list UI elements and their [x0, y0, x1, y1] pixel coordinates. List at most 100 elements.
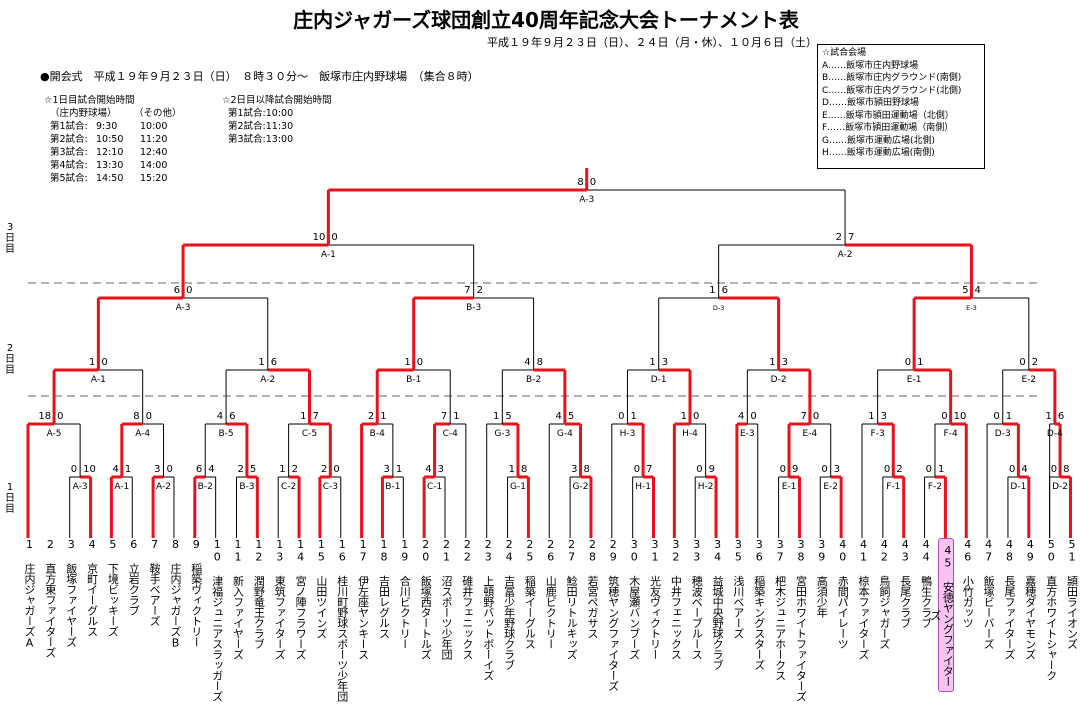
game-score: 4	[208, 464, 214, 475]
game-score: 1	[258, 357, 264, 368]
day1-slot-label: 第5試合:	[50, 173, 88, 184]
game-score: 0	[1009, 464, 1015, 475]
game-score: 0	[993, 411, 999, 422]
game-score: 0	[926, 464, 932, 475]
game-id: D-2	[1052, 482, 1068, 492]
game-id: E-1	[907, 375, 922, 385]
venue-item: A‥‥‥飯塚市庄内野球場	[822, 60, 919, 71]
team-entry: 4 京町イーグルス	[85, 538, 99, 637]
team-entry: 20 飯塚西タートルズ	[419, 538, 433, 660]
team-entry: 19 合川ビクトリー	[398, 538, 412, 649]
game-id: F-3	[871, 429, 885, 439]
team-entry: 1 庄内ジャガーズA	[23, 538, 36, 649]
game-score: 0	[696, 464, 702, 475]
game-score: 1	[453, 411, 459, 422]
day1-slot-time-main: 14:50	[96, 173, 124, 184]
venue-item: E‥‥‥飯塚市頴田運動場（北側）	[822, 110, 954, 121]
game-score: 6	[1058, 411, 1064, 422]
day1-slot-label: 第1試合:	[50, 121, 88, 132]
team-entry: 7 鞍手ベアーズ	[148, 538, 162, 626]
day1-slot-time-main: 9:30	[96, 121, 118, 132]
day2-slot: 第1試合:10:00	[228, 108, 294, 119]
game-score: 2	[836, 232, 842, 243]
game-score: 8	[537, 357, 543, 368]
venue-item: D‥‥‥飯塚市頴田野球場	[822, 98, 919, 108]
game-score: 0	[884, 464, 890, 475]
day1-slot-label: 第4試合:	[50, 160, 88, 171]
page-title: 庄内ジャガーズ球団創立40周年記念大会トーナメント表	[293, 8, 799, 32]
team-entry: 42 鳥飼ジャガーズ	[877, 538, 891, 649]
game-score: 4	[556, 411, 562, 422]
game-score: 1	[709, 285, 715, 296]
game-score: 7	[441, 411, 447, 422]
game-score: 1	[769, 357, 775, 368]
game-id: A-5	[47, 429, 62, 439]
day1-slot-time-other: 11:20	[140, 134, 168, 145]
game-score: 0	[618, 411, 624, 422]
game-id: G-1	[510, 482, 526, 492]
team-entry: 43 長尾クラブ	[898, 538, 912, 628]
game-score: 0	[71, 464, 77, 475]
game-id: G-2	[573, 482, 589, 492]
game-score: 0	[780, 464, 786, 475]
game-score: 7	[646, 464, 652, 475]
game-score: 1	[300, 411, 306, 422]
team-entry: 39 高須少年	[815, 538, 829, 618]
game-id: F-2	[928, 482, 942, 492]
game-id: G-3	[494, 429, 510, 439]
game-score: 3	[154, 464, 160, 475]
game-score: 6	[196, 464, 202, 475]
day1-slot-time-other: 14:00	[140, 160, 168, 171]
day2-slot: 第2試合:11:30	[228, 121, 294, 132]
game-score: 0	[941, 411, 947, 422]
game-score: 1	[404, 357, 410, 368]
game-id: C-5	[302, 429, 317, 439]
game-score: 0	[167, 464, 173, 475]
game-id: B-4	[370, 429, 385, 439]
game-score: 6	[229, 411, 235, 422]
team-entry: 33 穂波ベーブルース	[690, 538, 704, 660]
team-entry: 51 頴田ライオンズ	[1065, 538, 1079, 649]
game-score: 1	[1045, 411, 1051, 422]
team-entry: 30 木屋瀬バンブーズ	[627, 538, 641, 660]
game-id: E-3	[966, 304, 977, 312]
day2-schedule-header: ☆2日目以降試合開始時間	[222, 95, 332, 106]
game-score: 6	[174, 285, 180, 296]
game-id: E-3	[740, 429, 755, 439]
game-score: 8	[584, 464, 590, 475]
game-score: 0	[1019, 357, 1025, 368]
team-entry: 35 浅川ベアーズ	[731, 538, 745, 639]
game-score: 0	[331, 232, 337, 243]
game-score: 5	[505, 411, 511, 422]
game-score: 1	[681, 411, 687, 422]
team-entry: 50 直方ホワイトシャーク	[1044, 538, 1058, 681]
team-entry: 25 稲築イーグルス	[523, 538, 537, 649]
team-entry: 10 津福ジュニアスラッガーズ	[210, 538, 224, 702]
game-score: 0	[813, 411, 819, 422]
game-score: 1	[938, 464, 944, 475]
game-id: A-2	[260, 375, 275, 385]
game-score: 10	[313, 232, 326, 243]
team-entry: 15 山田ツインズ	[314, 538, 328, 639]
game-score: 2	[368, 411, 374, 422]
game-score: 6	[722, 285, 728, 296]
day1-col2-header: （その他）	[134, 108, 182, 119]
day1-schedule-header: ☆1日目試合開始時間	[44, 95, 135, 106]
game-id: B-2	[526, 375, 541, 385]
game-score: 9	[792, 464, 798, 475]
game-score: 5	[250, 464, 256, 475]
team-entry: 29 筑穂ヤングファイターズ	[606, 538, 620, 691]
game-id: C-4	[443, 429, 459, 439]
game-score: 0	[905, 357, 911, 368]
team-entry: 40 赤間パイレーツ	[836, 538, 850, 649]
game-score: 3	[438, 464, 444, 475]
game-id: B-2	[198, 482, 213, 492]
team-entry: 22 碓井フェニックス	[460, 538, 474, 660]
game-score: 4	[738, 411, 744, 422]
game-score: 2	[1032, 357, 1038, 368]
game-score: 0	[57, 411, 63, 422]
